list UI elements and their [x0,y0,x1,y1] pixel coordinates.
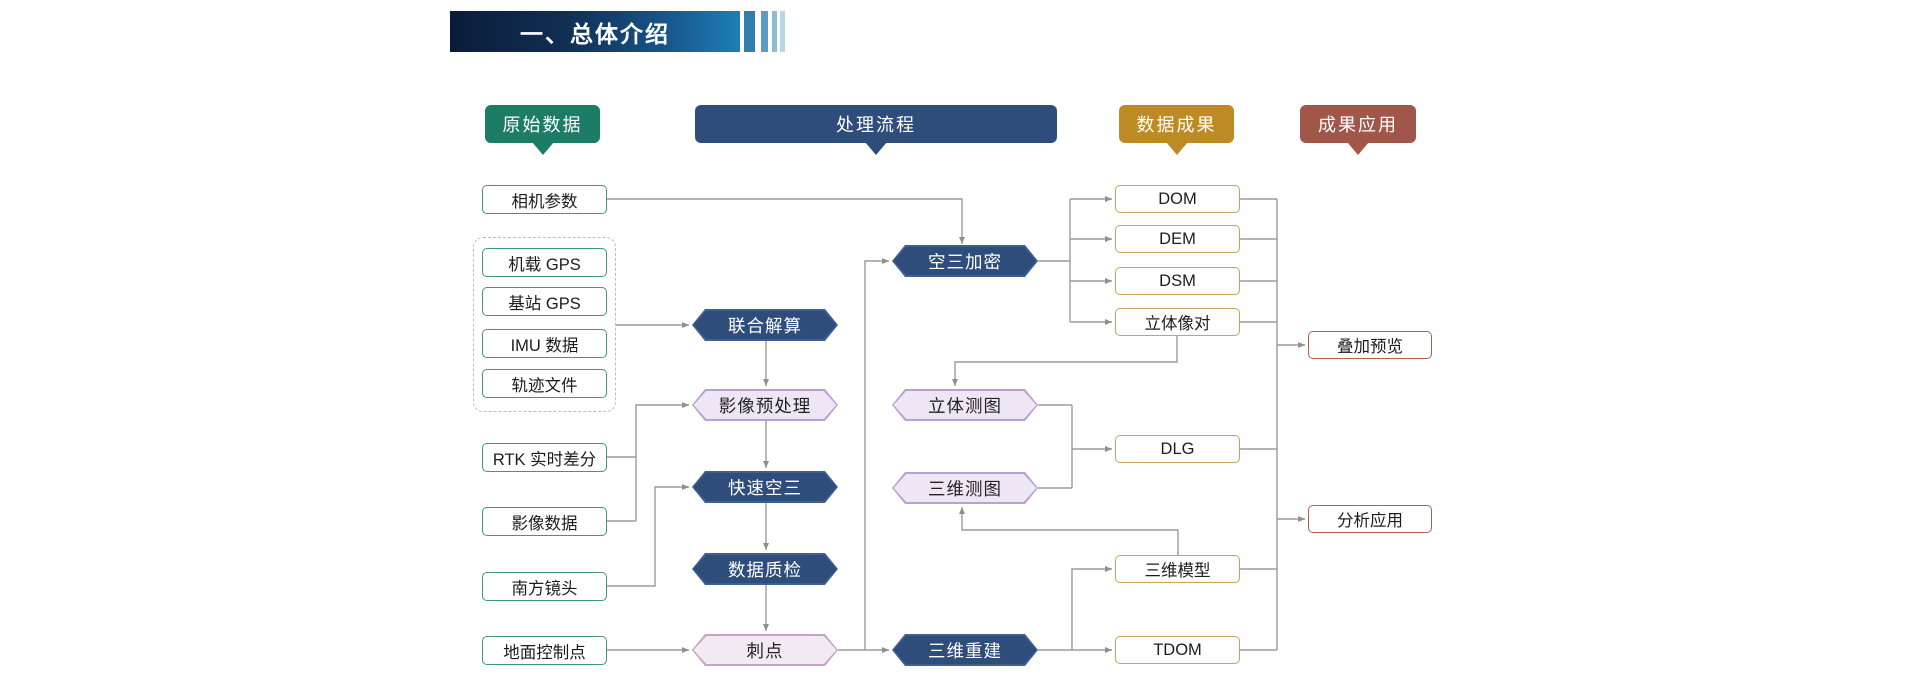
node-analysis-apps: 分析应用 [1308,505,1432,533]
node-stereo-pair: 立体像对 [1115,308,1240,336]
column-header-data-results: 数据成果 [1119,105,1234,155]
node-fast-aerial-triangulation: 快速空三 [692,471,838,503]
banner-stripe [772,11,777,52]
node-dom: DOM [1115,185,1240,213]
node-dem: DEM [1115,225,1240,253]
node-south-lens: 南方镜头 [482,572,607,601]
node-imu-data: IMU 数据 [482,329,607,358]
node-track-file: 轨迹文件 [482,369,607,398]
banner-stripe [780,11,785,52]
node-base-gps: 基站 GPS [482,287,607,316]
node-rtk-diff: RTK 实时差分 [482,443,607,472]
node-camera-params: 相机参数 [482,185,607,214]
node-ground-control-points: 地面控制点 [482,636,607,665]
node-overlay-preview: 叠加预览 [1308,331,1432,359]
node-prick-point: 刺点 [692,634,838,666]
pointer-down-icon [1165,142,1188,155]
column-header-label: 原始数据 [502,115,583,135]
column-header-raw-data: 原始数据 [485,105,600,155]
banner-stripe [761,11,768,52]
node-aerial-triangulation-densify: 空三加密 [892,245,1038,277]
pointer-down-icon [531,142,554,155]
node-imagery-data: 影像数据 [482,507,607,536]
node-3d-model: 三维模型 [1115,555,1240,583]
column-header-label: 数据成果 [1136,115,1217,135]
node-airborne-gps: 机载 GPS [482,248,607,277]
column-header-process-flow: 处理流程 [695,105,1057,155]
banner-stripe [744,11,755,52]
node-image-preprocess: 影像预处理 [692,389,838,421]
column-header-result-apps: 成果应用 [1300,105,1416,155]
node-3d-reconstruction: 三维重建 [892,634,1038,666]
node-dsm: DSM [1115,267,1240,295]
node-tdom: TDOM [1115,636,1240,664]
node-data-quality-check: 数据质检 [692,553,838,585]
pointer-down-icon [865,142,887,155]
node-3d-mapping: 三维测图 [892,472,1038,504]
node-stereo-mapping: 立体测图 [892,389,1038,421]
column-header-label: 成果应用 [1318,115,1398,135]
column-header-label: 处理流程 [836,115,916,135]
section-title: 一、总体介绍 [450,11,740,52]
node-joint-solution: 联合解算 [692,309,838,341]
node-dlg: DLG [1115,435,1240,463]
pointer-down-icon [1347,142,1369,155]
gps-group-outline [473,237,616,412]
